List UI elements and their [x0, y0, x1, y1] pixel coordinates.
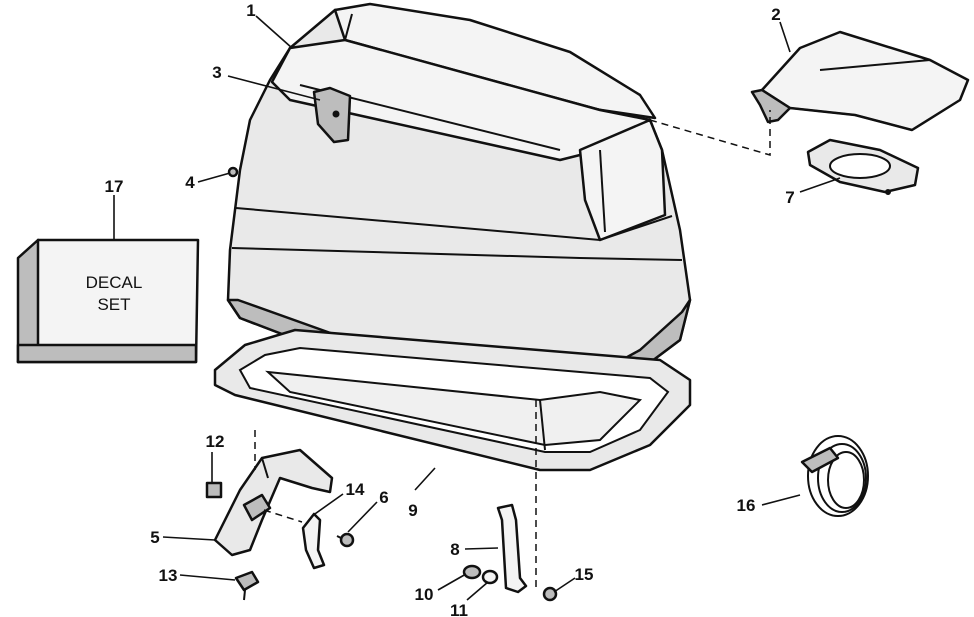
callout-7: 7 [785, 188, 794, 207]
callout-16: 16 [737, 496, 756, 515]
callout-9: 9 [408, 501, 417, 520]
decal-label-line1: DECAL [86, 273, 143, 292]
callout-17: 17 [105, 177, 124, 196]
latch-rod [496, 503, 528, 594]
callout-6: 6 [379, 488, 388, 507]
callout-numbers: 1 2 3 4 5 6 7 8 9 10 11 12 13 14 15 16 1… [105, 1, 795, 617]
washer-11 [481, 569, 499, 585]
callout-4: 4 [185, 173, 195, 192]
silencer-cap [750, 30, 970, 132]
cover-latch [312, 86, 352, 144]
grommet-13 [234, 570, 260, 601]
callout-3: 3 [212, 63, 221, 82]
callout-10: 10 [415, 585, 434, 604]
leader-lines [113, 15, 841, 601]
callout-12: 12 [206, 432, 225, 451]
decal-set-box: DECAL SET [16, 238, 200, 364]
decal-label-line2: SET [97, 295, 130, 314]
gasket-plate [806, 138, 920, 195]
wire-harness [800, 435, 869, 517]
callout-11: 11 [450, 601, 468, 617]
callout-2: 2 [771, 5, 780, 24]
screw-15 [542, 586, 558, 602]
callout-14: 14 [346, 480, 365, 499]
screw-part [227, 166, 239, 178]
mounting-bracket [213, 448, 334, 557]
callout-13: 13 [159, 566, 178, 585]
screw-6 [336, 532, 355, 548]
washer-10 [462, 564, 482, 580]
callout-5: 5 [150, 528, 159, 547]
callout-15: 15 [575, 565, 594, 584]
cover-seal [213, 328, 692, 472]
clip-14 [301, 512, 326, 570]
nut-12 [205, 481, 223, 499]
callout-8: 8 [450, 540, 459, 559]
callout-1: 1 [246, 1, 255, 20]
